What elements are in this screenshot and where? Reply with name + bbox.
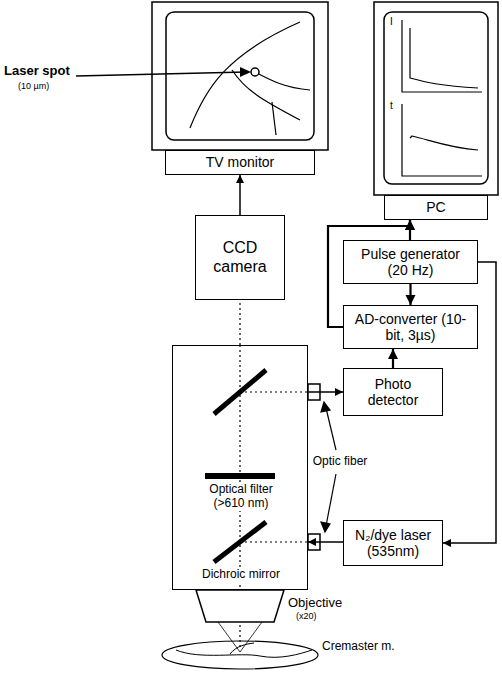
optical-axis xyxy=(239,345,240,590)
box-text: TV monitor xyxy=(206,154,274,170)
light-cone xyxy=(240,622,262,652)
monitor-screen xyxy=(166,12,314,140)
part-label: Cremaster m. xyxy=(322,640,395,653)
light-cone xyxy=(218,622,240,652)
plots xyxy=(402,20,482,176)
connector xyxy=(308,538,343,546)
optical-path xyxy=(240,300,241,345)
part-label: Optical filter (>610 nm) xyxy=(193,483,289,511)
connector xyxy=(406,284,416,305)
box-text: Pulse generator (20 Hz) xyxy=(350,246,471,278)
tv-monitor-frame xyxy=(152,2,328,150)
part-label: Objective xyxy=(288,596,342,610)
box-text: PC xyxy=(426,199,445,215)
monitor-case xyxy=(374,2,498,195)
callout-label: Laser spot xyxy=(4,64,70,78)
arrowhead xyxy=(240,67,251,77)
arrowhead xyxy=(388,349,398,359)
laser-spot xyxy=(251,68,259,76)
arrowhead xyxy=(236,175,244,183)
excitation-path xyxy=(240,541,308,542)
box-text: N₂/dye laser (535nm) xyxy=(350,527,436,559)
microscope-housing: Optical filter (>610 nm) Dichroic mirror xyxy=(172,345,308,590)
vessel xyxy=(255,72,310,90)
box-text: AD-converter (10-bit, 3µs) xyxy=(350,311,471,343)
dichroic-mirror xyxy=(214,522,266,562)
connector xyxy=(405,220,415,240)
cremaster-muscle xyxy=(162,641,318,669)
connector xyxy=(308,388,343,396)
vessel xyxy=(176,650,312,657)
connector xyxy=(388,349,398,368)
decay-curve xyxy=(410,28,478,88)
connector-line xyxy=(239,300,240,345)
leader-line xyxy=(326,474,336,526)
arrowhead xyxy=(406,295,416,305)
arrowhead xyxy=(443,539,451,547)
objective-lens xyxy=(196,590,284,622)
arrowhead xyxy=(321,402,330,412)
detection-path xyxy=(240,391,308,392)
trend-line xyxy=(410,136,478,150)
box-text: CCD camera xyxy=(202,239,278,276)
optical-filter xyxy=(205,473,275,479)
leader-line xyxy=(76,72,246,76)
part-label: Dichroic mirror xyxy=(187,568,295,582)
connector xyxy=(236,175,244,215)
vessel xyxy=(272,102,276,135)
leader-line xyxy=(326,408,336,450)
part-note: (x20) xyxy=(296,612,317,622)
detector-box: Photo detector xyxy=(343,368,443,416)
monitor-case xyxy=(152,2,328,150)
vessel xyxy=(230,643,254,654)
process-box: AD-converter (10-bit, 3µs) xyxy=(343,305,478,349)
plot-axis xyxy=(402,104,482,176)
process-box: Pulse generator (20 Hz) xyxy=(343,240,478,284)
monitor-screen xyxy=(384,12,488,184)
arrowhead xyxy=(405,220,415,230)
plot-axis xyxy=(402,20,482,92)
monitor-base-box: TV monitor xyxy=(165,150,315,175)
dichroic-mirror xyxy=(214,370,266,414)
arrowhead xyxy=(308,538,316,546)
box-text: Photo detector xyxy=(350,376,436,408)
axis-label: t xyxy=(390,100,393,111)
vessel xyxy=(190,22,300,128)
pc-monitor-frame xyxy=(374,2,498,195)
laser-box: N₂/dye laser (535nm) xyxy=(343,520,443,566)
arrowhead xyxy=(405,220,415,230)
callout-label: Optic fiber xyxy=(313,455,368,468)
vessel-lines xyxy=(190,22,310,135)
callout-note: (10 µm) xyxy=(18,82,49,92)
arrowhead xyxy=(335,388,343,396)
camera-box: CCD camera xyxy=(195,215,285,300)
axis-label: I xyxy=(390,16,393,27)
monitor-base-box: PC xyxy=(384,195,488,220)
arrowhead xyxy=(321,522,330,532)
